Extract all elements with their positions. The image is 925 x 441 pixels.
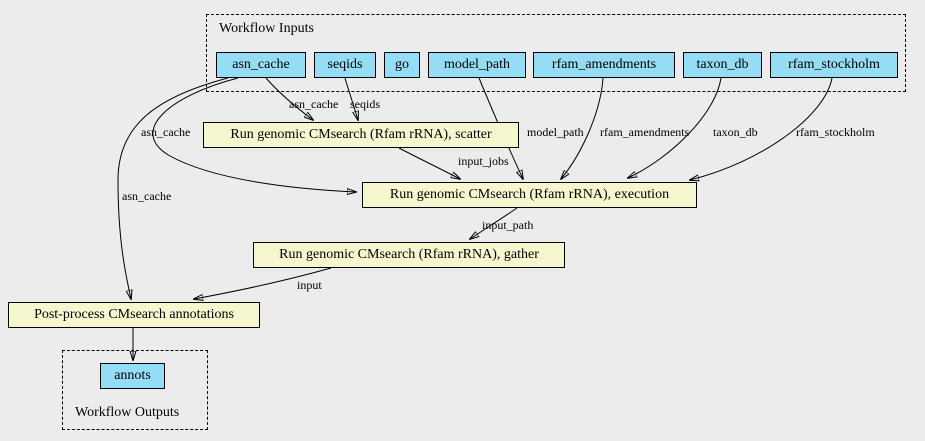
input-node-rfam-stockholm: rfam_stockholm [770,52,898,78]
edge-seqids-to-scatter [344,77,358,120]
input-node-rfam-amendments: rfam_amendments [533,52,675,78]
edge-rfam-amendments-to-execution [561,77,604,179]
edge-execution-to-gather [470,207,518,239]
step-node-cmsearch-gather: Run genomic CMsearch (Rfam rRNA), gather [253,242,565,268]
edge-asn-cache-to-postprocess [117,77,229,299]
input-node-asn-cache: asn_cache [216,52,306,78]
edge-taxon-db-to-execution [628,77,722,178]
workflow-inputs-label: Workflow Inputs [219,21,314,36]
workflow-outputs-group: Workflow Outputs [62,350,208,430]
step-node-cmsearch-scatter: Run genomic CMsearch (Rfam rRNA), scatte… [203,122,519,148]
output-node-annots: annots [100,363,165,389]
edge-label-rfam-amendments-execution: rfam_amendments [600,125,690,139]
workflow-outputs-label: Workflow Outputs [75,405,180,420]
input-node-go: go [384,52,420,78]
edge-label-model-path-execution: model_path [527,125,584,139]
edge-asn-cache-to-scatter [265,77,313,120]
workflow-inputs-group: Workflow Inputs [206,14,906,92]
edge-label-input-path: input_path [482,218,534,232]
edge-label-seqids-scatter: seqids [350,97,380,111]
edge-label-taxon-db-execution: taxon_db [713,125,758,139]
edge-scatter-to-execution [398,147,460,179]
input-node-model-path: model_path [428,52,526,78]
input-node-taxon-db: taxon_db [683,52,762,78]
input-node-seqids: seqids [314,52,376,78]
edge-label-asn-cache-postprocess: asn_cache [122,189,172,203]
step-node-cmsearch-execution: Run genomic CMsearch (Rfam rRNA), execut… [362,182,697,208]
edge-asn-cache-to-execution [152,77,356,192]
edge-label-input-jobs: input_jobs [458,154,509,168]
edge-gather-to-postprocess [194,267,332,299]
edge-label-asn-cache-execution: asn_cache [141,125,191,139]
edge-label-rfam-stockholm-execution: rfam_stockholm [796,125,875,139]
step-node-postprocess-annotations: Post-process CMsearch annotations [8,302,260,328]
edge-label-input: input [297,278,322,292]
edge-label-asn-cache-scatter: asn_cache [289,97,339,111]
